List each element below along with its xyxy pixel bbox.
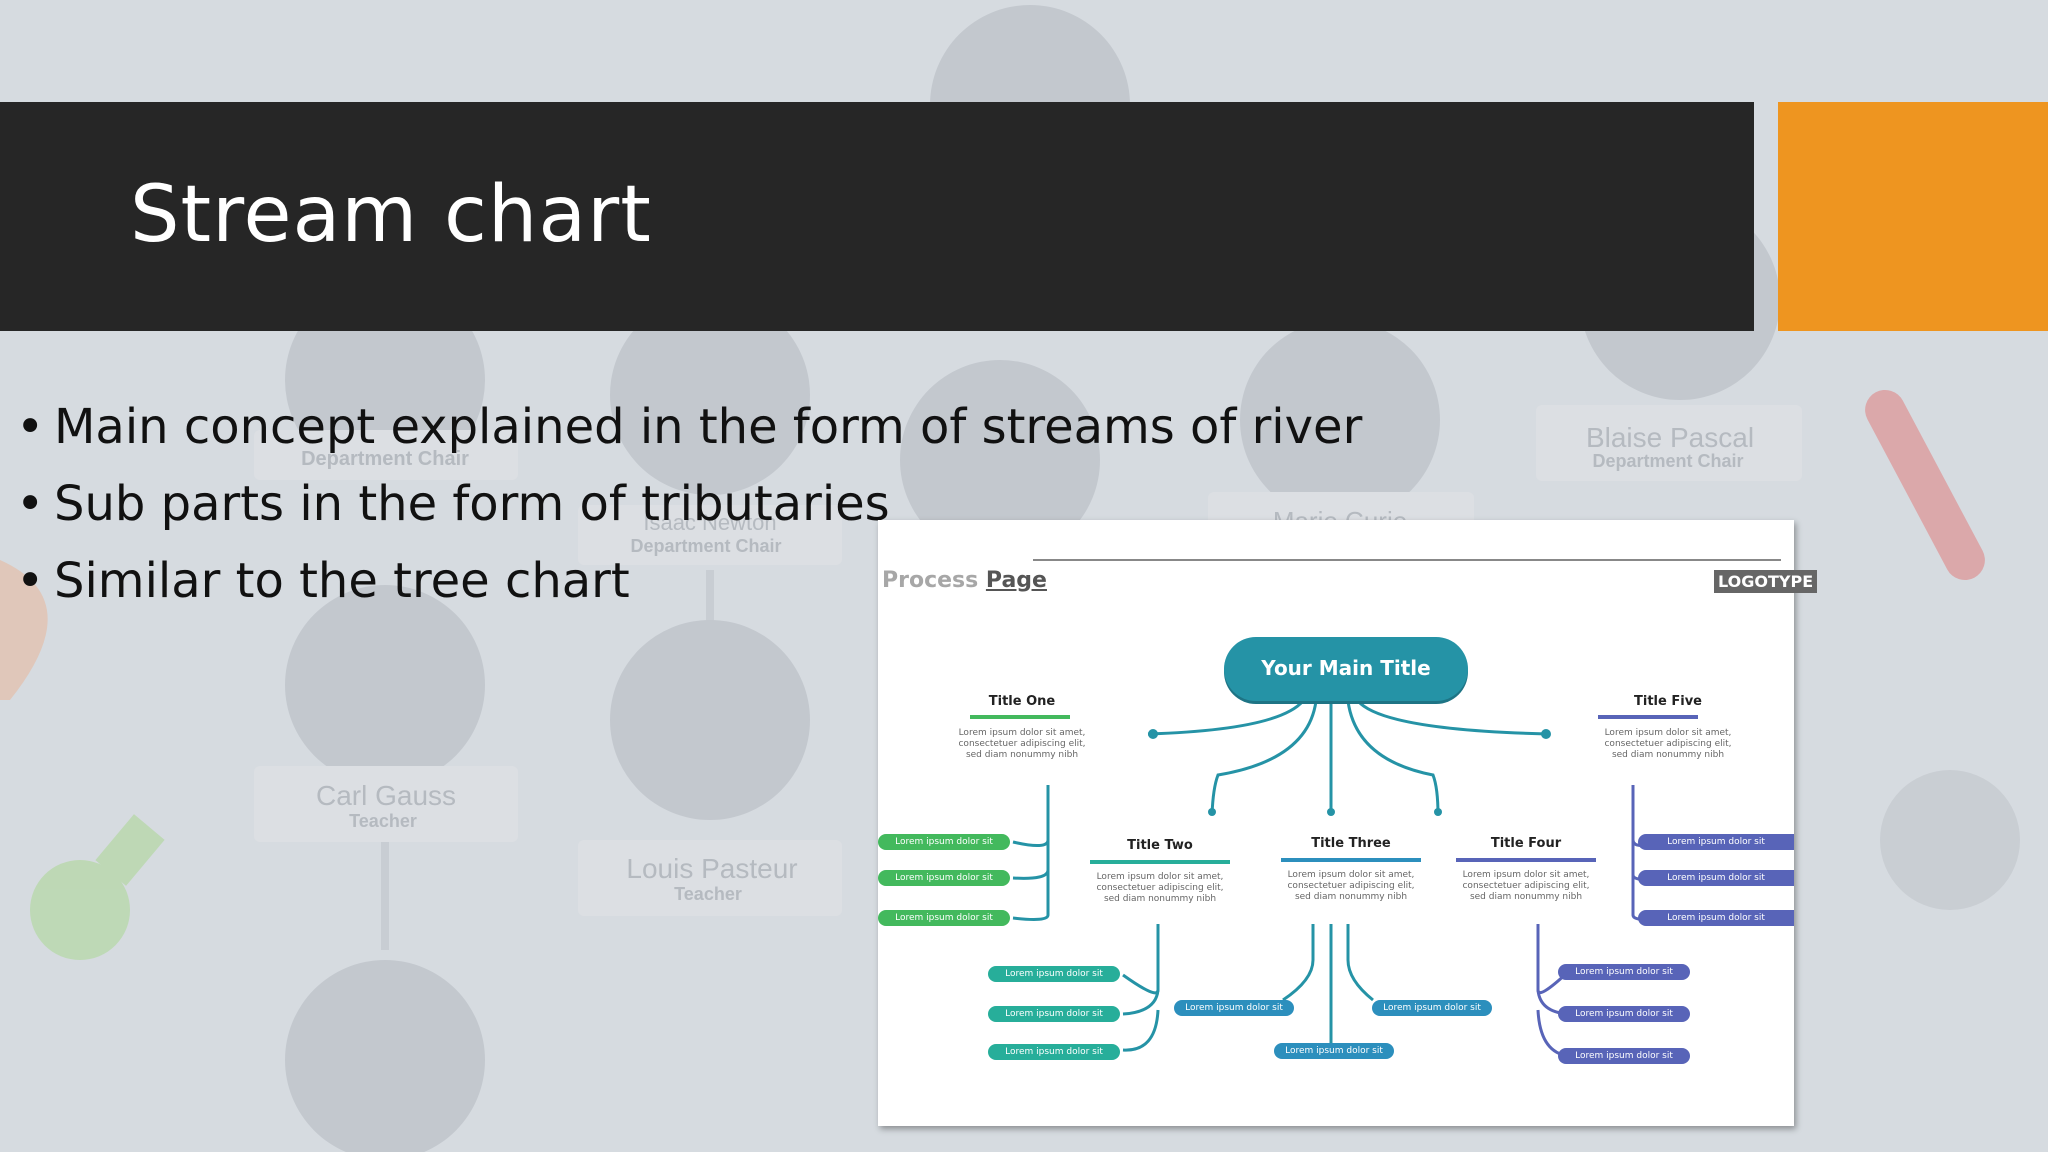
stream-pill: Lorem ipsum dolor sit [1274, 1043, 1394, 1059]
title-bar [0, 102, 1754, 331]
header-process: Process [882, 568, 979, 593]
logotype-badge: LOGOTYPE [1714, 570, 1818, 593]
bullet-list: •Main concept explained in the form of s… [16, 392, 1362, 623]
bg-card-name-5: Louis Pasteur [626, 853, 797, 884]
title-three: Title Three [1311, 836, 1391, 851]
stream-pill: Lorem ipsum dolor sit [988, 1006, 1120, 1022]
bullet-dot: • [16, 553, 45, 609]
bg-card-role-5: Teacher [674, 884, 742, 904]
stream-pill: Lorem ipsum dolor sit [1558, 964, 1690, 980]
bullet-dot: • [16, 399, 45, 455]
title-four-text: Lorem ipsum dolor sit amet,consectetuer … [1462, 870, 1590, 902]
bullet-text: Similar to the tree chart [54, 553, 630, 609]
title-five-text: Lorem ipsum dolor sit amet,consectetuer … [1604, 728, 1732, 760]
bg-card-role-2: Department Chair [630, 536, 781, 556]
bg-card-role-1: Department Chair [1592, 451, 1743, 471]
title-five: Title Five [1634, 694, 1702, 709]
title-two: Title Two [1127, 838, 1193, 853]
bullet-item: •Sub parts in the form of tributaries [16, 469, 1362, 546]
stream-pill: Lorem ipsum dolor sit [988, 1044, 1120, 1060]
stream-pill: Lorem ipsum dolor sit [1558, 1048, 1690, 1064]
stream-pill: Lorem ipsum dolor sit [1638, 834, 1794, 850]
stream-pill: Lorem ipsum dolor sit [988, 966, 1120, 982]
stream-pill: Lorem ipsum dolor sit [878, 870, 1010, 886]
stream-pill: Lorem ipsum dolor sit [1174, 1000, 1294, 1016]
bg-card-name-2: Isaac Newton [643, 510, 776, 535]
stream-pill: Lorem ipsum dolor sit [878, 834, 1010, 850]
bullet-item: •Similar to the tree chart [16, 546, 1362, 623]
stream-pill: Lorem ipsum dolor sit [1372, 1000, 1492, 1016]
accent-block [1778, 102, 2048, 331]
stream-pill: Lorem ipsum dolor sit [1638, 910, 1794, 926]
bg-card-name-1: Blaise Pascal [1586, 422, 1754, 453]
header-page: Page [985, 568, 1047, 593]
title-one: Title One [988, 694, 1056, 709]
bullet-text: Main concept explained in the form of st… [54, 399, 1363, 455]
bg-card-name-4: Carl Gauss [316, 780, 456, 811]
title-one-text: Lorem ipsum dolor sit amet,consectetuer … [958, 728, 1086, 760]
bullet-text: Sub parts in the form of tributaries [54, 476, 890, 532]
bg-card-role-4: Teacher [349, 811, 417, 831]
stream-chart-image: Process Page LOGOTYPE Your Main Title Ti… [878, 520, 1818, 1126]
process-page-header: Process Page [882, 568, 1047, 593]
stream-connectors [970, 559, 1781, 1058]
title-two-text: Lorem ipsum dolor sit amet,consectetuer … [1096, 872, 1224, 904]
slide-title: Stream chart [130, 170, 652, 260]
stream-pill: Lorem ipsum dolor sit [1558, 1006, 1690, 1022]
bullet-item: •Main concept explained in the form of s… [16, 392, 1362, 469]
bg-card-role-0: Department Chair [301, 448, 469, 470]
title-three-text: Lorem ipsum dolor sit amet,consectetuer … [1287, 870, 1415, 902]
stream-pill: Lorem ipsum dolor sit [1638, 870, 1794, 886]
title-four: Title Four [1490, 836, 1562, 851]
main-title-node: Your Main Title [1224, 637, 1468, 701]
bullet-dot: • [16, 476, 45, 532]
stream-pill: Lorem ipsum dolor sit [878, 910, 1010, 926]
